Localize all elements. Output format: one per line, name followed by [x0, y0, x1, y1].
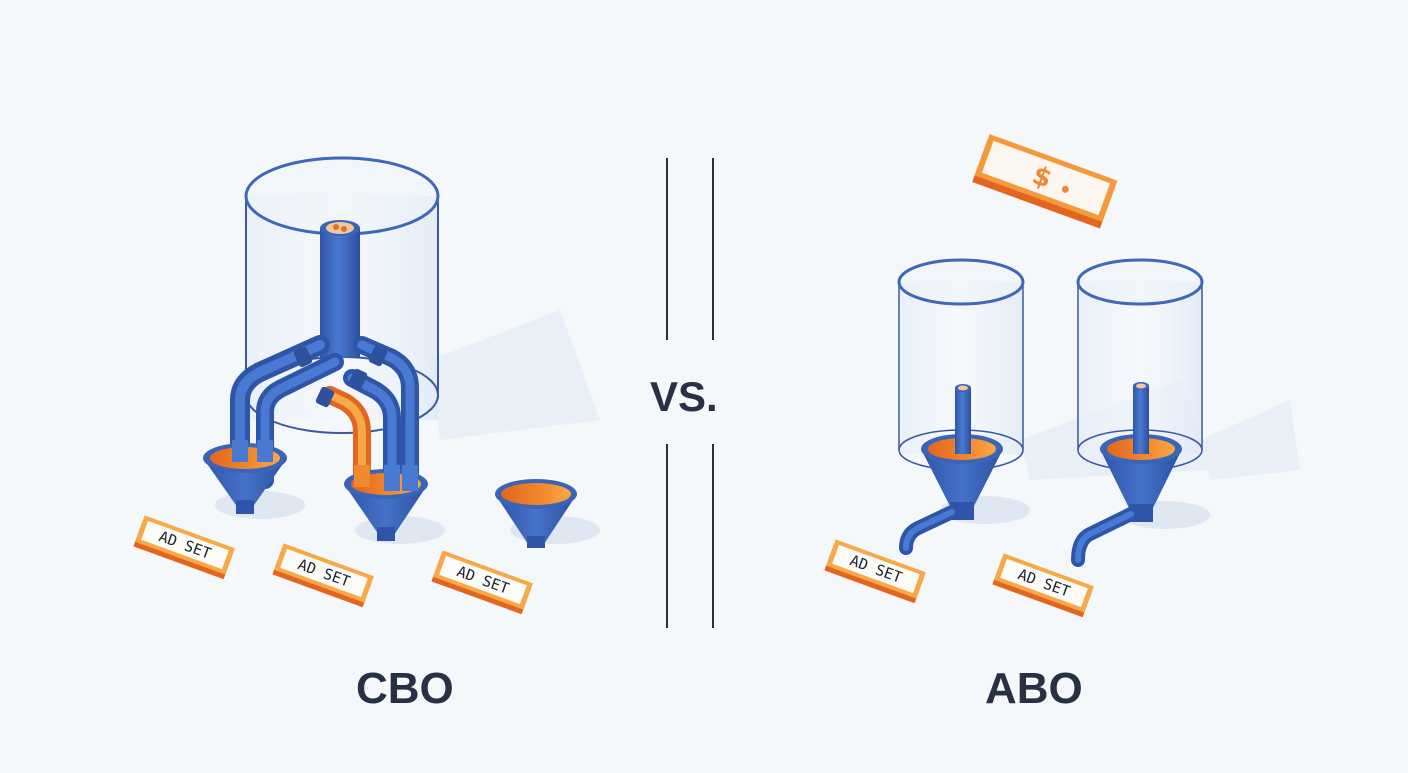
- ad-set-tag-abo-2: AD SET: [992, 553, 1094, 618]
- funnel-icon-abo-1: [899, 384, 1003, 555]
- abo-diagram: $: [824, 134, 1300, 618]
- divider-line-left-top: [666, 158, 668, 340]
- central-budget-pipe-icon: [320, 220, 360, 358]
- divider-line-left-bottom: [666, 444, 668, 628]
- divider-line-right-top: [712, 158, 714, 340]
- funnel-icon-3: [495, 479, 577, 548]
- funnel-icon-abo-2: [1071, 382, 1182, 567]
- shared-budget-cylinder-icon: [244, 156, 440, 434]
- divider-line-right-bottom: [712, 444, 714, 628]
- cbo-diagram: AD SET AD SET AD SET: [133, 156, 600, 615]
- abo-title: ABO: [985, 664, 1083, 713]
- ad-set-budget-cylinder-icon-1: [897, 258, 1025, 471]
- cbo-title: CBO: [356, 664, 454, 713]
- ad-set-tag-abo-1: AD SET: [824, 539, 926, 604]
- budget-dollar-card-icon: $: [972, 134, 1118, 229]
- vs-label: VS.: [650, 373, 718, 420]
- funnel-icon-1: [203, 440, 287, 514]
- ad-set-tag-1: AD SET: [133, 515, 235, 580]
- branching-pipes-icon: [230, 335, 419, 501]
- funnel-icon-2: [344, 465, 428, 541]
- ad-set-tag-3: AD SET: [431, 550, 533, 615]
- ad-set-tag-2: AD SET: [272, 543, 374, 608]
